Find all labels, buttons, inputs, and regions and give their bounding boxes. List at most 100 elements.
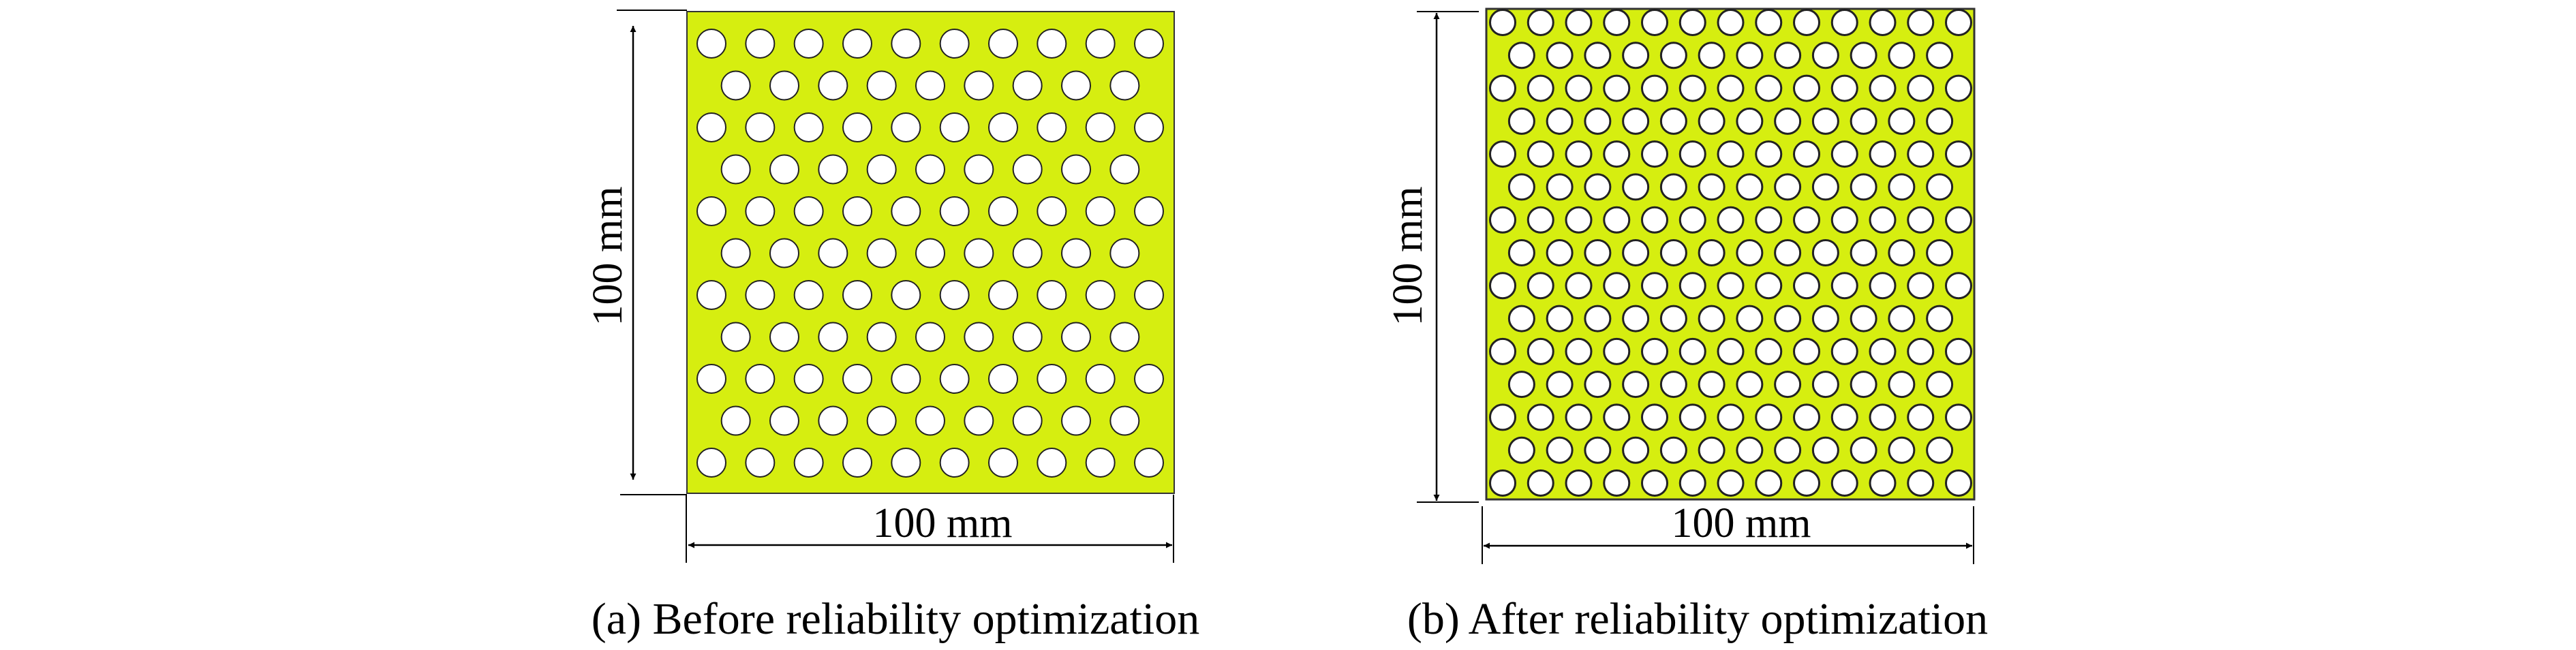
hole [1489, 469, 1516, 497]
hole [1659, 371, 1687, 399]
hole [1622, 173, 1650, 201]
hole [1811, 239, 1839, 266]
hole [1698, 107, 1726, 135]
hole [1659, 173, 1687, 201]
hole [842, 280, 872, 310]
hole [1507, 42, 1535, 69]
hole [1698, 436, 1726, 464]
hole [1755, 403, 1783, 431]
caption-a: (a) Before reliability optimization [592, 594, 1200, 644]
hole [1755, 140, 1783, 168]
hole [1830, 469, 1858, 497]
hole [1850, 371, 1877, 399]
hole [842, 448, 872, 478]
hole [1793, 272, 1820, 300]
hole [1888, 305, 1916, 332]
hole [696, 448, 726, 478]
hole [964, 405, 994, 436]
hole [1061, 238, 1091, 268]
hole [939, 364, 970, 394]
hole [1641, 403, 1668, 431]
hole [1527, 206, 1554, 234]
hole [1678, 469, 1706, 497]
hole [1061, 154, 1091, 185]
hole [1869, 74, 1897, 102]
hole [818, 238, 848, 268]
hole [1926, 107, 1954, 135]
hole [1622, 371, 1650, 399]
hole [1546, 371, 1574, 399]
hole [769, 154, 799, 185]
hole [891, 112, 921, 142]
hole [1546, 436, 1574, 464]
hole [1698, 239, 1726, 266]
hole [1489, 140, 1516, 168]
hole [842, 364, 872, 394]
hole [964, 238, 994, 268]
hole [1489, 9, 1516, 36]
hole [1907, 469, 1935, 497]
hole [842, 196, 872, 226]
hole [1659, 42, 1687, 69]
hole [745, 112, 776, 142]
hole [1774, 436, 1802, 464]
hole [1717, 403, 1745, 431]
hole [1109, 322, 1140, 352]
hole [1811, 305, 1839, 332]
hole [1085, 280, 1116, 310]
hole [1678, 140, 1706, 168]
hole [915, 405, 945, 436]
hole [1755, 469, 1783, 497]
hole [1507, 107, 1535, 135]
hole [1641, 140, 1668, 168]
hole [915, 238, 945, 268]
hole [1926, 42, 1954, 69]
hole [769, 322, 799, 352]
hole [1698, 305, 1726, 332]
hole [1527, 74, 1554, 102]
hole [1012, 154, 1043, 185]
hole [939, 196, 970, 226]
hole [1527, 337, 1554, 365]
hole [1926, 371, 1954, 399]
hole [1698, 173, 1726, 201]
hole [988, 196, 1018, 226]
hole [1926, 239, 1954, 266]
hole [1037, 196, 1067, 226]
hole [1641, 272, 1668, 300]
hole [1717, 337, 1745, 365]
hole [1793, 337, 1820, 365]
hole [1109, 70, 1140, 101]
hole [1774, 107, 1802, 135]
hole [1527, 140, 1554, 168]
hole [1945, 469, 1972, 497]
hole [1850, 42, 1877, 69]
hole [1659, 305, 1687, 332]
hole [818, 70, 848, 101]
hole [1736, 239, 1764, 266]
hole [939, 448, 970, 478]
hole [1603, 140, 1631, 168]
hole [1507, 239, 1535, 266]
hole [1546, 173, 1574, 201]
hole [1926, 173, 1954, 201]
hole [720, 70, 751, 101]
panel-b: 100 mm 100 mm (b) After reliability opti… [1385, 7, 1988, 644]
hole [1659, 436, 1687, 464]
hole [1717, 206, 1745, 234]
hole [1565, 206, 1593, 234]
hole [1622, 436, 1650, 464]
hole [1659, 107, 1687, 135]
hole [1641, 206, 1668, 234]
hole [1565, 9, 1593, 36]
hole [1869, 403, 1897, 431]
hole [1830, 74, 1858, 102]
hole [1926, 436, 1954, 464]
hole [745, 364, 776, 394]
hole [915, 154, 945, 185]
hole [1012, 238, 1043, 268]
hole [1811, 107, 1839, 135]
hole [745, 280, 776, 310]
hole [1546, 42, 1574, 69]
hole [1774, 371, 1802, 399]
